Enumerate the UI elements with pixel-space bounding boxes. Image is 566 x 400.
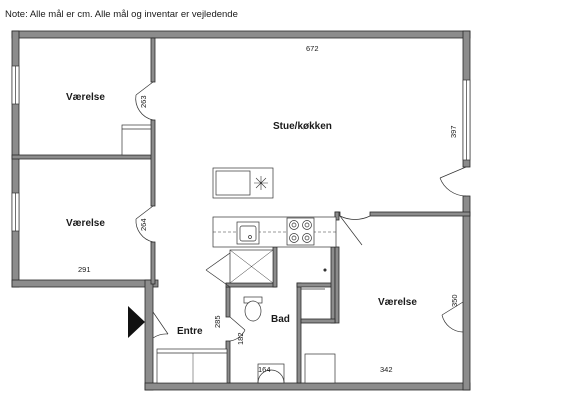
wardrobe-entrance bbox=[156, 348, 228, 384]
door-bath bbox=[229, 316, 246, 342]
wall-bath-closet bbox=[300, 318, 336, 324]
door-mid-left bbox=[135, 205, 154, 243]
plan-note: Note: Alle mål er cm. Alle mål og invent… bbox=[5, 9, 238, 20]
room-label-bottom-right: Værelse bbox=[378, 297, 417, 308]
room-label-entrance: Entre bbox=[177, 326, 203, 337]
wall-closet-side bbox=[330, 246, 336, 324]
room-label-bath: Bad bbox=[271, 314, 290, 325]
wall-left-entrance bbox=[144, 279, 154, 391]
wall-kitchen-right bbox=[272, 246, 278, 288]
wall-closet-top bbox=[296, 282, 336, 288]
shower-screen bbox=[205, 252, 231, 288]
dim-entrance-depth: 285 bbox=[213, 315, 222, 328]
door-right-balcony bbox=[439, 166, 467, 197]
wall-right-lower bbox=[462, 195, 471, 391]
toilet-bowl bbox=[244, 300, 262, 322]
wall-bottom-left bbox=[11, 279, 159, 288]
wall-left-rooms-right-b bbox=[150, 119, 156, 207]
dim-room-mid-left-width: 291 bbox=[78, 265, 91, 274]
wardrobe-top-left bbox=[121, 124, 152, 156]
dim-living-width: 672 bbox=[306, 44, 319, 53]
room-label-living: Stue/køkken bbox=[273, 121, 332, 132]
windows bbox=[11, 65, 471, 232]
doors bbox=[135, 81, 467, 342]
island-hob-icon bbox=[254, 176, 268, 190]
dim-living-depth: 397 bbox=[449, 125, 458, 138]
wall-bottom-room-left-b bbox=[334, 246, 340, 324]
wall-top bbox=[11, 30, 471, 39]
washbasin bbox=[257, 363, 285, 384]
room-label-top-left: Værelse bbox=[66, 92, 105, 103]
wall-bottom bbox=[144, 382, 471, 391]
wall-bottom-room-top-b bbox=[369, 211, 471, 217]
wall-left-rooms-right-a bbox=[150, 37, 156, 83]
closet-shelves bbox=[304, 353, 336, 384]
wall-bath-top bbox=[225, 282, 277, 288]
dim-room-bottom-right-depth: 350 bbox=[450, 294, 459, 307]
dim-bath-small: 164 bbox=[258, 365, 271, 374]
entrance-arrow-icon bbox=[128, 306, 145, 338]
fixtures bbox=[121, 124, 337, 384]
room-label-mid-left: Værelse bbox=[66, 218, 105, 229]
dim-room-mid-left-depth: 264 bbox=[139, 218, 148, 231]
wall-left-rooms-divider bbox=[11, 154, 155, 160]
wall-bottom-room-left-a bbox=[334, 211, 340, 221]
door-bottom-right-room bbox=[441, 301, 464, 333]
door-top-left bbox=[135, 81, 154, 121]
door-bottom-room bbox=[339, 215, 371, 246]
dim-room-top-left-depth: 263 bbox=[139, 95, 148, 108]
wall-left-rooms-right-c bbox=[150, 241, 156, 285]
dim-room-bottom-right-width: 342 bbox=[380, 365, 393, 374]
door-entrance bbox=[152, 311, 169, 339]
wall-bath-right bbox=[296, 282, 302, 384]
dim-bath-width: 182 bbox=[236, 332, 245, 345]
wall-entrance-bath bbox=[225, 286, 231, 318]
